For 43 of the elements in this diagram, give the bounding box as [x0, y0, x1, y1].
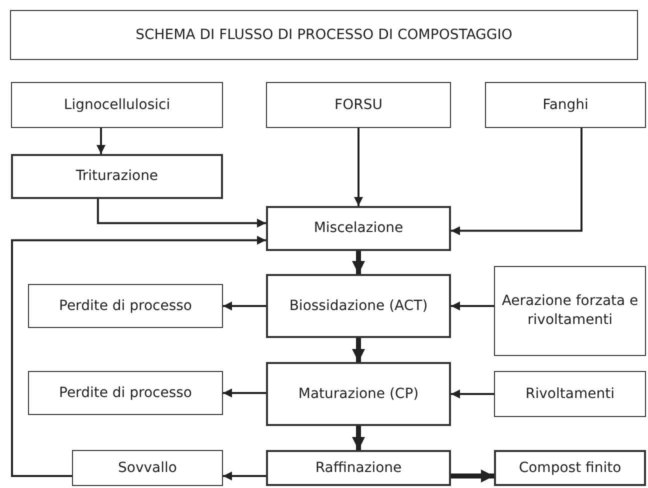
- box-label: Sovvallo: [118, 458, 177, 478]
- box-label: FORSU: [334, 96, 382, 114]
- process-box: [494, 371, 646, 417]
- arrow: [352, 338, 365, 362]
- process-box: [28, 284, 223, 328]
- arrow: [451, 302, 494, 310]
- arrow: [223, 302, 266, 310]
- arrow: [352, 251, 365, 274]
- box-label: Triturazione: [76, 167, 158, 186]
- process-box: [494, 266, 646, 356]
- process-box: [485, 82, 646, 128]
- box-label: Perdite di processo: [59, 296, 192, 316]
- process-box: [72, 450, 223, 486]
- box-label: Compost finito: [518, 458, 622, 478]
- box-label: Lignocellulosici: [64, 96, 170, 114]
- arrow: [451, 390, 494, 398]
- diagram-title: SCHEMA DI FLUSSO DI PROCESSO DI COMPOSTAGGIO: [10, 10, 638, 60]
- arrow: [352, 426, 365, 450]
- process-box: [28, 371, 223, 415]
- box-label: Miscelazione: [314, 219, 404, 238]
- process-box: [266, 206, 451, 251]
- process-box: [266, 450, 451, 486]
- arrow: [354, 128, 363, 206]
- arrow: [451, 470, 494, 482]
- box-label: Rivoltamenti: [526, 384, 614, 404]
- process-box: [494, 450, 646, 486]
- arrow: [11, 236, 266, 477]
- box-label: Aerazione forzata e rivoltamenti: [500, 292, 640, 330]
- box-label: Maturazione (CP): [298, 384, 419, 404]
- arrow: [451, 128, 582, 236]
- arrow: [96, 199, 266, 228]
- box-label: Perdite di processo: [59, 384, 192, 402]
- process-box: [11, 82, 223, 128]
- arrow: [96, 128, 106, 154]
- arrow: [223, 388, 266, 398]
- process-box: [11, 154, 223, 199]
- arrow: [223, 472, 266, 480]
- box-label: Biossidazione (ACT): [289, 296, 428, 316]
- box-label: Raffinazione: [315, 458, 402, 478]
- box-label: Fanghi: [542, 96, 588, 114]
- process-box: [266, 362, 451, 426]
- process-box: [266, 274, 451, 338]
- process-box: [266, 82, 451, 128]
